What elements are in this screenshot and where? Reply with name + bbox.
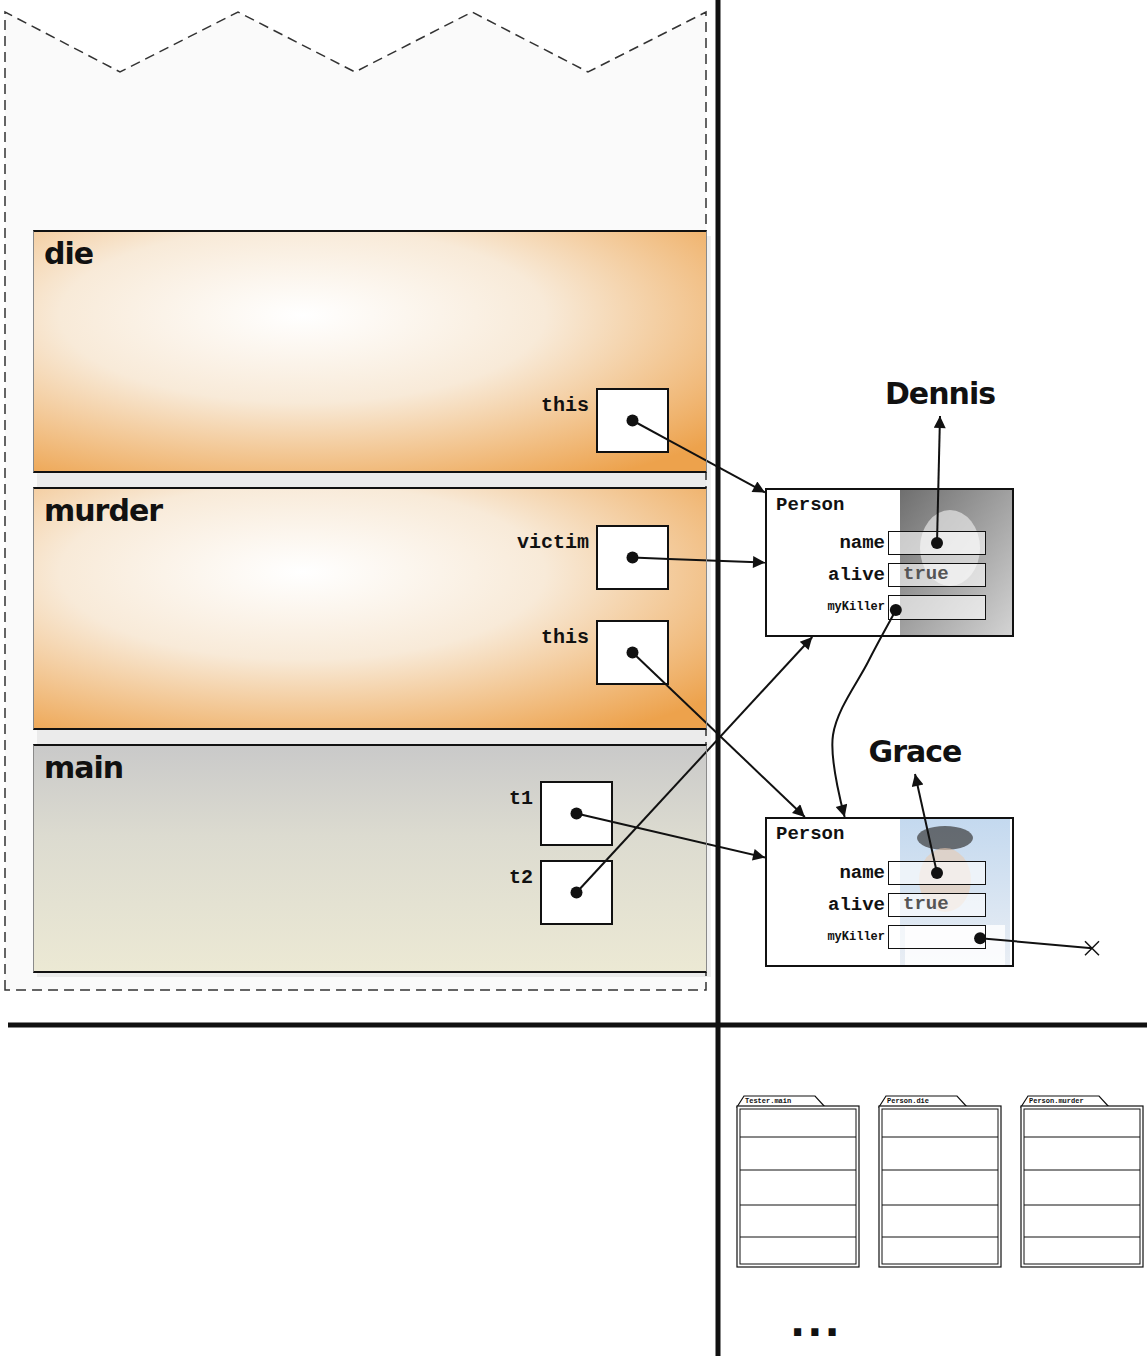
slot-fill [888,925,986,949]
frame-fill [33,230,707,473]
node-label: myKiller [827,596,885,618]
node-label: t2 [509,866,533,890]
pointer-dot [627,552,639,564]
node-label: alive [828,894,885,916]
slot-fill [596,525,669,590]
pointer-dot [931,537,943,549]
frame-fill [33,487,707,730]
node-label: this [541,626,589,650]
field-slot: name [888,861,986,885]
node-label: Person.murder [1029,1097,1084,1106]
node-label: murder [44,491,162,531]
variable-slot: t1 [540,781,613,846]
pointer-dot [571,808,583,820]
pointer-arrow [937,416,940,531]
slot-fill [540,781,613,846]
slot-fill [888,595,986,620]
stack-frame: murder victim this [33,487,707,730]
heap-object: PersonnamealivetruemyKiller [765,817,1014,967]
field-slot: myKiller [888,595,986,620]
node-label: Tester.main [745,1097,791,1106]
object-fill [765,488,1014,637]
field-value: true [903,894,949,915]
node-label: myKiller [827,926,885,948]
null-reference [974,932,1099,955]
pointer-stub [633,421,670,441]
node-label: this [541,394,589,418]
slot-fill [596,620,669,685]
string-object: Dennis [870,372,1010,416]
heap-object: PersonnamealivetruemyKiller [765,488,1014,637]
slot-fill [888,563,986,587]
node-label: alive [828,564,885,586]
pointer-arrow [667,685,805,817]
pointer-arrow [669,440,765,492]
pointer-arrow [832,620,890,817]
slot-fill [888,861,986,885]
pointer-dot [627,647,639,659]
field-slot: alivetrue [888,893,986,917]
pointer-stub [633,653,667,686]
divider-line [8,1023,1147,1028]
folder-outline [877,1093,1003,1269]
pointer-stub [577,860,607,893]
slot-fill [888,893,986,917]
field-slot: alivetrue [888,563,986,587]
node-label: Dennis [870,372,1010,416]
slot-fill [596,388,669,453]
node-label: Grace [855,730,975,774]
folder-outline [1019,1093,1145,1269]
node-label: name [839,862,885,884]
variable-slot: this [596,388,669,453]
object-fill [765,817,1014,967]
ellipsis: ... [790,1298,842,1346]
node-label: Person.die [887,1097,929,1106]
folder-outline [735,1093,861,1269]
pointer-dot [890,604,902,616]
code-folder: Tester.main [735,1093,861,1269]
node-label: victim [517,531,589,555]
node-label: main [44,748,123,788]
code-folder: Person.murder [1019,1093,1145,1269]
code-folder: Person.die [877,1093,1003,1269]
slot-fill [540,860,613,925]
portrait-cap [917,826,973,850]
pointer-dot [627,415,639,427]
node-label: name [839,532,885,554]
field-slot: name [888,531,986,555]
stack-outline [5,12,706,990]
field-slot: myKiller [888,925,986,949]
node-label: Person [776,493,844,517]
variable-slot: victim [596,525,669,590]
frame-fill [33,744,707,973]
node-label: t1 [509,787,533,811]
node-label: Person [776,822,844,846]
divider-line [716,0,721,1356]
pointer-arrow [669,559,765,563]
variable-slot: t2 [540,860,613,925]
variable-slot: this [596,620,669,685]
string-object: Grace [855,730,975,774]
slot-fill [888,531,986,555]
pointer-dot [931,867,943,879]
stack-frame: die this [33,230,707,473]
node-label: die [44,234,93,274]
stack-frame: main t1 t2 [33,744,707,973]
pointer-dot [571,887,583,899]
field-value: true [903,564,949,585]
